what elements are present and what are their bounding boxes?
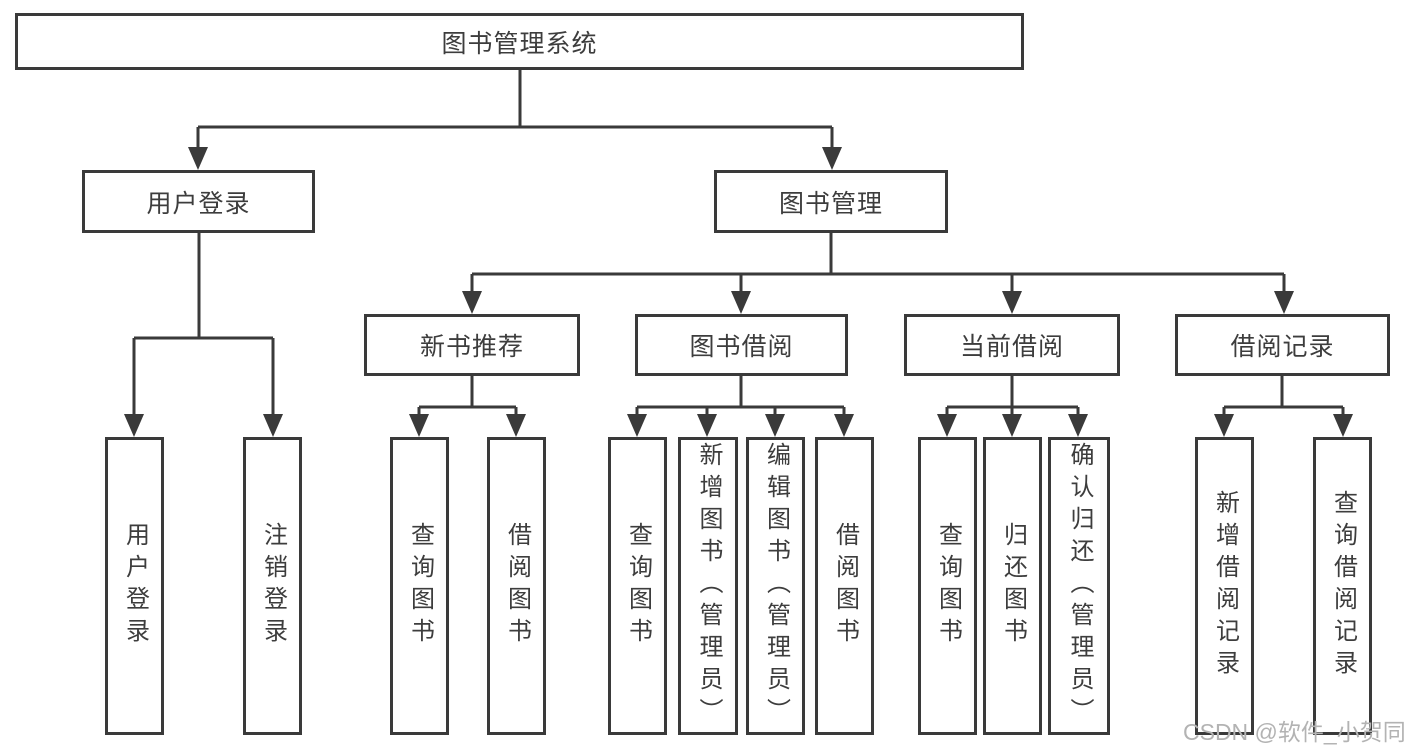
node-leaf-borrow-books-2: 借阅图书: [815, 437, 874, 735]
node-leaf-add-borrow-record: 新增借阅记录: [1195, 437, 1254, 735]
arrowhead-icon: [188, 147, 842, 170]
node-leaf-query-books-1: 查询图书: [390, 437, 449, 735]
node-leaf-edit-books-admin: 编辑图书（管理员）: [746, 437, 805, 735]
edge-line-book-management: [470, 233, 1286, 292]
edges-borrow-record: [1214, 376, 1353, 437]
arrowhead-icon: [937, 414, 1088, 437]
node-library-management-system: 图书管理系统: [15, 13, 1024, 70]
edge-line-current-borrow: [945, 376, 1080, 416]
arrowhead-icon: [124, 414, 283, 437]
node-new-book-recommend: 新书推荐: [364, 314, 580, 376]
node-current-borrow: 当前借阅: [904, 314, 1120, 376]
edge-line-borrow-record: [1222, 376, 1345, 416]
node-leaf-confirm-return-admin: 确认归还（管理员）: [1048, 437, 1110, 735]
node-user-login: 用户登录: [82, 170, 315, 233]
csdn-watermark: CSDN @软件_小贺同学: [1183, 719, 1405, 745]
edge-line-user-login: [132, 233, 275, 415]
node-leaf-borrow-books-1: 借阅图书: [487, 437, 546, 735]
node-leaf-user-login: 用户登录: [105, 437, 164, 735]
node-book-borrow: 图书借阅: [635, 314, 848, 376]
node-leaf-query-borrow-record: 查询借阅记录: [1313, 437, 1372, 735]
node-book-management: 图书管理: [714, 170, 948, 233]
edge-line-new-book: [417, 376, 518, 416]
node-leaf-query-books-3: 查询图书: [918, 437, 977, 735]
edge-line-root: [196, 70, 834, 150]
edges-root-to-level1: [188, 70, 842, 170]
arrowhead-icon: [409, 414, 526, 437]
node-leaf-add-books-admin: 新增图书（管理员）: [678, 437, 738, 735]
edges-book-management: [462, 233, 1294, 314]
arrowhead-icon: [462, 291, 1294, 314]
edges-book-borrow: [627, 376, 854, 437]
node-leaf-logout: 注销登录: [243, 437, 302, 735]
edge-line-book-borrow: [635, 376, 846, 416]
edges-current-borrow: [937, 376, 1088, 437]
node-leaf-query-books-2: 查询图书: [608, 437, 667, 735]
node-leaf-return-books: 归还图书: [983, 437, 1042, 735]
node-borrow-record: 借阅记录: [1175, 314, 1390, 376]
arrowhead-icon: [1214, 414, 1353, 437]
edges-new-book: [409, 376, 526, 437]
edges-user-login: [124, 233, 283, 437]
arrowhead-icon: [627, 414, 854, 437]
